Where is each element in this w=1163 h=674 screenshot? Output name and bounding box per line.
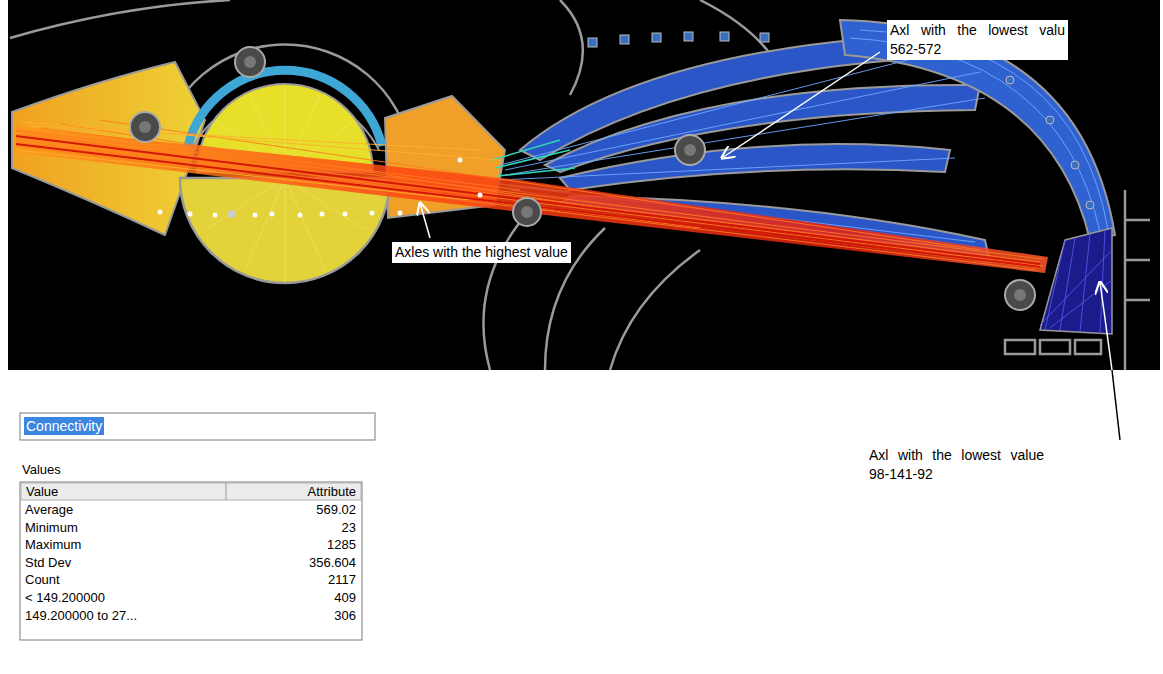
callout-note: Axles with the highest value (392, 242, 571, 263)
column-header: Value (26, 484, 58, 500)
column-symbol (130, 47, 1035, 310)
table-cell: Average (25, 502, 73, 518)
values-table (20, 482, 362, 640)
table-cell: 306 (230, 608, 356, 624)
axial-beam (14, 126, 1048, 273)
attribute-field: Connectivity (24, 417, 104, 435)
table-cell: 149.200000 to 27... (25, 608, 137, 624)
table-cell: < 149.200000 (25, 590, 105, 606)
attribute-field-box (20, 413, 375, 440)
table-cell: 23 (230, 520, 356, 536)
section-heading: Values (22, 462, 61, 478)
table-header (21, 483, 361, 500)
table-cell: 569.02 (230, 502, 356, 518)
plan-outline (10, 0, 1150, 370)
space-region (1040, 228, 1112, 334)
plaza-disk (180, 178, 390, 283)
callout-note: Axl with the lowest valu 562-572 (887, 20, 1068, 60)
table-cell: 1285 (230, 537, 356, 553)
bollard-dot (158, 158, 483, 219)
column-header: Attribute (230, 484, 356, 500)
table-cell: Count (25, 572, 60, 588)
table-cell: 409 (230, 590, 356, 606)
leader-line (420, 52, 1112, 370)
table-cell: Maximum (25, 537, 81, 553)
map-ground (8, 0, 1160, 370)
table-cell: Std Dev (25, 555, 71, 571)
callout-note: Axl with the lowest value 98-141-92 (866, 445, 1047, 485)
leader-line (1112, 370, 1120, 440)
table-cell: Minimum (25, 520, 78, 536)
table-cell: 356.604 (230, 555, 356, 571)
table-cell: 2117 (230, 572, 356, 588)
